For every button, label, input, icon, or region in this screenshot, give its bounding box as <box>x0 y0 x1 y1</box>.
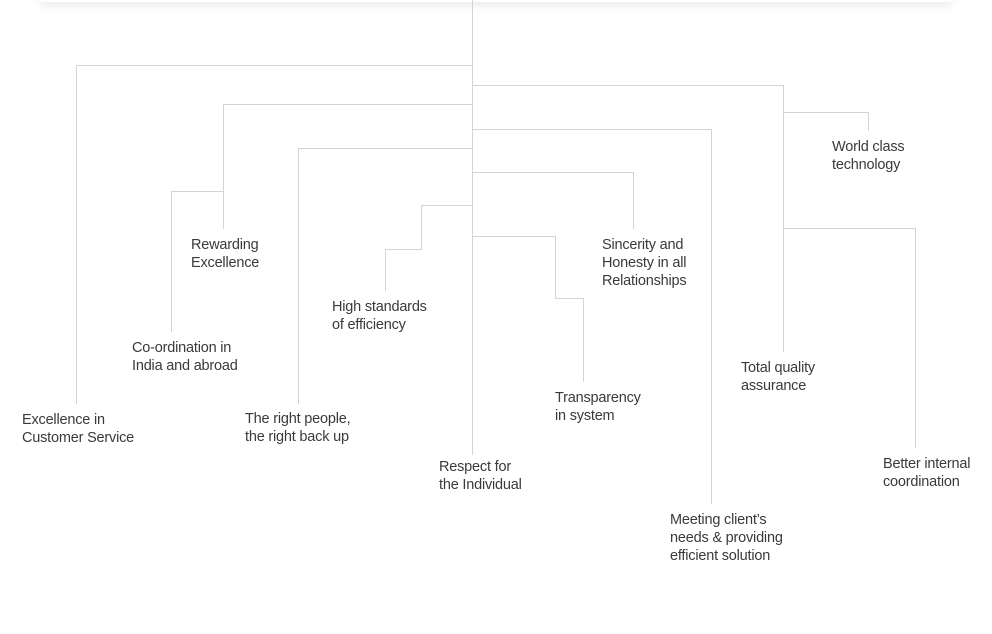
label-better-internal-coordination: Better internal coordination <box>883 456 971 490</box>
label-coordination-india-abroad: Co-ordination in India and abroad <box>132 340 238 374</box>
label-total-quality: Total quality assurance <box>741 360 815 394</box>
connector-better-internal <box>783 228 916 448</box>
label-right-people: The right people, the right back up <box>245 411 351 445</box>
header-shadow <box>40 0 952 2</box>
label-high-standards: High standards of efficiency <box>332 299 427 333</box>
connector-coordination <box>171 191 224 332</box>
connector-excellence-customer-service <box>76 65 473 404</box>
label-respect-individual: Respect for the Individual <box>439 459 522 493</box>
connector-meeting-client <box>472 129 712 504</box>
label-meeting-client-needs: Meeting client’s needs & providing effic… <box>670 512 783 564</box>
connector-rewarding-excellence <box>223 104 473 229</box>
label-sincerity-honesty: Sincerity and Honesty in all Relationshi… <box>602 237 687 289</box>
connector-world-class <box>783 112 869 131</box>
connector-sincerity <box>472 172 634 229</box>
label-world-class-technology: World class technology <box>832 139 905 173</box>
label-transparency: Transparency in system <box>555 390 641 424</box>
connector-right-branch <box>472 85 784 352</box>
connector-high-standards <box>385 205 473 291</box>
connector-transparency <box>472 236 584 382</box>
connector-right-people <box>298 148 473 404</box>
label-rewarding-excellence: Rewarding Excellence <box>191 237 260 271</box>
label-excellence-customer-service: Excellence in Customer Service <box>22 412 135 446</box>
